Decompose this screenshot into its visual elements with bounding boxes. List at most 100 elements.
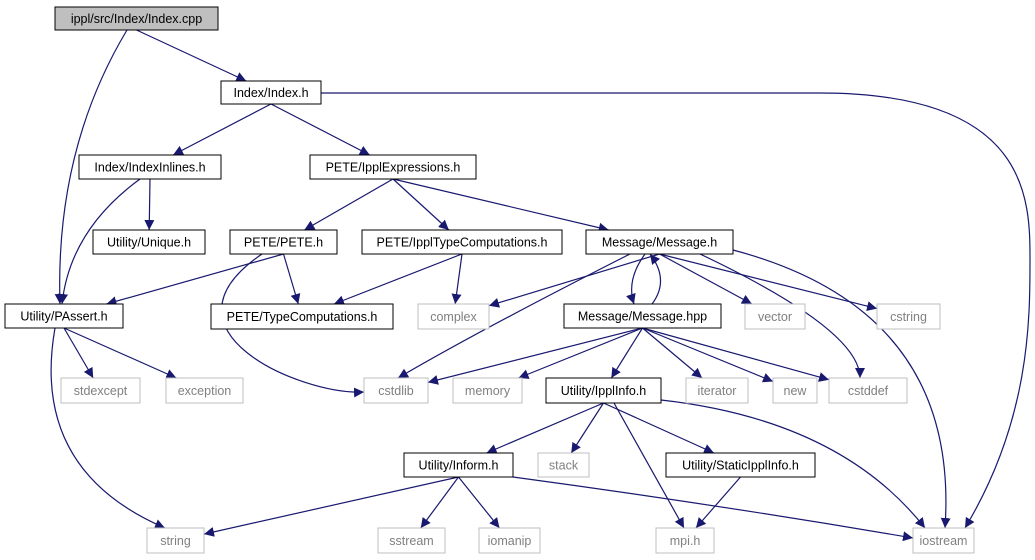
edge-message_h-to-vector	[659, 253, 753, 305]
node-box	[403, 452, 514, 478]
node-box	[912, 527, 975, 554]
node-label: sstream	[389, 534, 433, 548]
node-box	[78, 154, 222, 180]
node-label: PETE/IpplTypeComputations.h	[377, 236, 548, 250]
node-memory: memory	[452, 377, 523, 404]
edge-ipplinfo_h-to-staticipplinfo_h	[603, 402, 715, 454]
node-ippltypecomp-h[interactable]: PETE/IpplTypeComputations.h	[361, 229, 563, 255]
node-box	[210, 303, 394, 330]
node-index-h[interactable]: Index/Index.h	[220, 80, 322, 105]
node-box	[772, 377, 818, 404]
edge-ipplexpressions_h-to-message_h	[392, 178, 609, 233]
edge-ipplinfo_h-to-stack	[570, 402, 605, 454]
node-box	[363, 377, 429, 404]
edge-message_h-to-cstring	[659, 253, 878, 312]
edge-message_h-to-cstdlib	[397, 253, 631, 379]
node-label: Utility/IpplInfo.h	[561, 384, 647, 398]
node-new: new	[772, 377, 818, 404]
node-inform-h[interactable]: Utility/Inform.h	[403, 452, 514, 478]
edge-message_h-to-iostream	[732, 249, 951, 529]
node-exception: exception	[165, 377, 244, 404]
edge-pete_h-to-passert_h	[106, 253, 284, 307]
node-label: Message/Message.hpp	[578, 310, 707, 324]
node-label: complex	[430, 310, 477, 324]
node-box	[229, 229, 338, 255]
node-box	[146, 527, 205, 554]
node-indexinlines-h[interactable]: Index/IndexInlines.h	[78, 154, 222, 180]
node-label: Message/Message.h	[602, 236, 717, 250]
edge-index_h-to-iostream	[321, 92, 1031, 529]
node-typecomp-h[interactable]: PETE/TypeComputations.h	[210, 303, 394, 330]
node-unique-h[interactable]: Utility/Unique.h	[92, 229, 206, 255]
node-label: Utility/Unique.h	[107, 236, 191, 250]
edge-index_cpp-to-passert_h	[54, 29, 128, 305]
node-box	[309, 154, 477, 180]
node-label: iomanip	[488, 534, 532, 548]
node-label: cstdlib	[378, 384, 413, 398]
edge-passert_h-to-exception	[63, 327, 177, 379]
edge-ippltypecomp_h-to-typecomp_h	[333, 253, 463, 306]
edge-message_hpp-to-cstddef	[642, 327, 830, 382]
edge-message_hpp-to-memory	[518, 327, 643, 379]
node-label: cstddef	[848, 384, 889, 398]
node-label: string	[160, 534, 191, 548]
node-label: iterator	[698, 384, 737, 398]
node-pete-h[interactable]: PETE/PETE.h	[229, 229, 338, 255]
node-box	[377, 527, 446, 554]
node-message-hpp[interactable]: Message/Message.hpp	[563, 303, 722, 329]
node-box	[545, 377, 662, 404]
node-box	[585, 229, 734, 255]
node-staticipplinfo-h[interactable]: Utility/StaticIpplInfo.h	[665, 452, 816, 478]
node-box	[4, 303, 124, 329]
edge-inform_h-to-iomanip	[458, 476, 500, 529]
node-box	[54, 6, 219, 31]
node-cstdlib: cstdlib	[363, 377, 429, 404]
edge-ipplinfo_h-to-iostream	[660, 399, 926, 529]
node-label: stdexcept	[74, 384, 128, 398]
node-stack: stack	[537, 452, 590, 478]
node-mpi-h: mpi.h	[655, 527, 715, 554]
node-ipplexpressions-h[interactable]: PETE/IpplExpressions.h	[309, 154, 477, 180]
edge-ippltypecomp_h-to-complex	[451, 253, 463, 305]
node-iomanip: iomanip	[478, 527, 541, 554]
edge-index_cpp-to-index_h	[136, 29, 247, 82]
edge-ipplinfo_h-to-mpi_h	[613, 402, 685, 529]
edge-index_h-to-ipplexpressions_h	[270, 103, 371, 156]
edge-message_h-to-message_hpp	[626, 253, 646, 305]
edge-passert_h-to-string	[50, 327, 166, 529]
node-box	[563, 303, 722, 329]
edge-message_hpp-to-iterator	[642, 327, 703, 379]
node-label: PETE/TypeComputations.h	[227, 310, 378, 324]
node-label: Index/IndexInlines.h	[94, 161, 205, 175]
node-index-cpp[interactable]: ippl/src/Index/Index.cpp	[54, 6, 219, 31]
nodes-layer: ippl/src/Index/Index.cppIndex/Index.hInd…	[4, 6, 975, 554]
edges-layer	[50, 29, 1031, 542]
node-label: exception	[178, 384, 232, 398]
edge-message_h-to-complex	[488, 253, 660, 308]
node-label: ippl/src/Index/Index.cpp	[71, 12, 202, 26]
node-label: PETE/IpplExpressions.h	[326, 161, 461, 175]
node-cstddef: cstddef	[828, 377, 908, 404]
node-iterator: iterator	[685, 377, 749, 404]
edge-ipplexpressions_h-to-pete_h	[304, 178, 394, 231]
node-message-h[interactable]: Message/Message.h	[585, 229, 734, 255]
edge-index_h-to-indexinlines_h	[172, 103, 272, 156]
node-passert-h[interactable]: Utility/PAssert.h	[4, 303, 124, 329]
node-label: cstring	[890, 310, 927, 324]
node-box	[685, 377, 749, 404]
node-box	[60, 377, 141, 404]
node-box	[165, 377, 244, 404]
node-box	[876, 303, 941, 330]
node-box	[665, 452, 816, 478]
edge-pete_h-to-cstdlib	[221, 253, 365, 398]
node-ipplinfo-h[interactable]: Utility/IpplInfo.h	[545, 377, 662, 404]
edge-inform_h-to-sstream	[420, 476, 459, 529]
node-string: string	[146, 527, 205, 554]
node-cstring: cstring	[876, 303, 941, 330]
edge-message_h-to-cstddef	[699, 253, 865, 379]
node-sstream: sstream	[377, 527, 446, 554]
edge-ipplinfo_h-to-inform_h	[486, 402, 604, 454]
node-label: PETE/PETE.h	[244, 236, 323, 250]
edge-inform_h-to-iostream	[512, 476, 914, 542]
